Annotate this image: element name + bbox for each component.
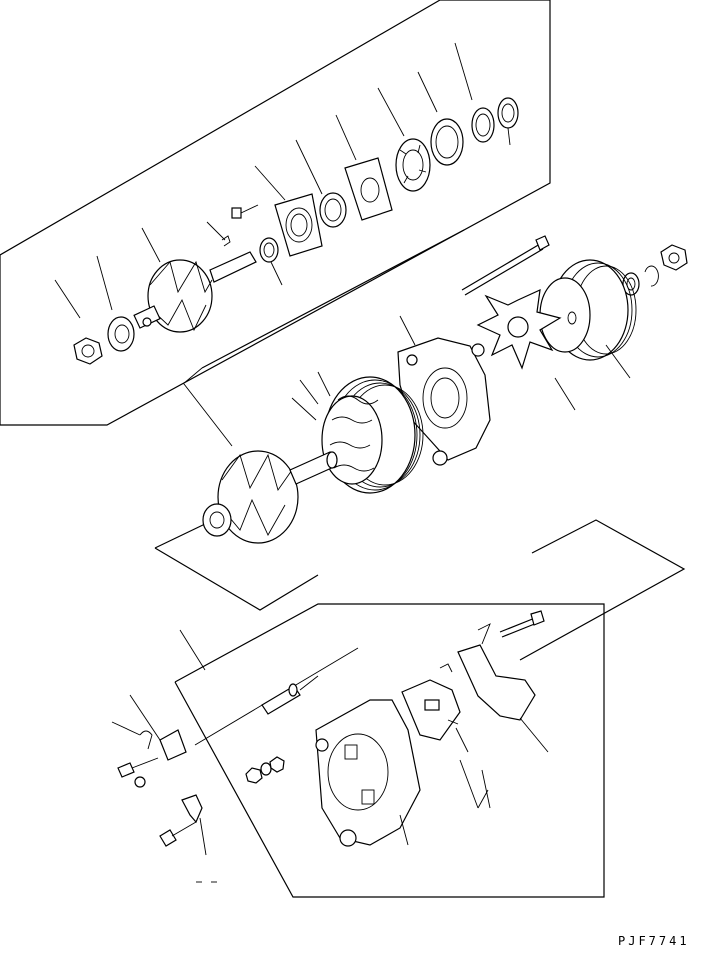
large-rotor — [202, 450, 338, 544]
small-rotor — [133, 227, 257, 333]
small-clip — [206, 221, 231, 247]
spring-washer — [644, 265, 659, 287]
flat-washer — [417, 71, 464, 166]
through-bolt — [461, 235, 550, 296]
front-housing — [397, 315, 491, 466]
bolt-small — [231, 204, 259, 219]
connector — [159, 794, 207, 856]
cover-bracket — [457, 623, 549, 753]
front-bearing — [96, 255, 135, 352]
bracket-bolt — [499, 610, 545, 638]
oil-seal — [454, 42, 495, 143]
bearing-cage — [377, 87, 431, 192]
front-nut — [54, 279, 103, 365]
bearing-retainer-plate — [254, 165, 323, 257]
pulley-nut — [660, 244, 688, 271]
top-group-outline — [0, 0, 551, 447]
pulley — [539, 259, 637, 379]
terminal-cover — [111, 694, 187, 788]
drawing-code: PJF7741 — [618, 934, 690, 948]
regulator — [401, 663, 491, 809]
rear-housing — [315, 699, 421, 847]
spacer-ring — [259, 237, 283, 286]
small-nuts — [245, 756, 285, 784]
fan — [476, 289, 576, 411]
collar — [497, 97, 519, 146]
seal-ring-a — [295, 139, 347, 228]
terminal-bolt — [261, 675, 319, 715]
cover-plate — [335, 114, 393, 221]
